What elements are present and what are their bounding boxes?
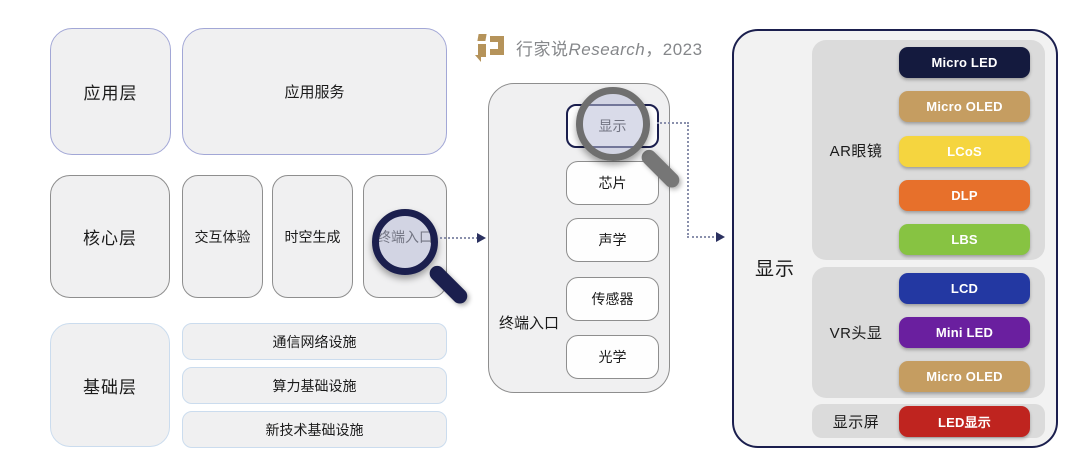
base-item-newtech: 新技术基础设施	[182, 411, 447, 448]
magnifier-lens-terminal	[372, 209, 438, 275]
module-acoustics: 声学	[566, 218, 659, 262]
module-label: 传感器	[591, 291, 634, 307]
source-research: Research	[568, 39, 646, 59]
source-year: ，2023	[645, 39, 703, 59]
magnifier-lens-display	[576, 87, 650, 161]
layer-base-label: 基础层	[83, 377, 137, 397]
base-item-label: 通信网络设施	[272, 333, 357, 350]
connector-terminal-dash	[440, 237, 478, 239]
tech-pill-lcos: LCoS	[899, 136, 1030, 167]
module-label: 声学	[598, 232, 627, 248]
layer-core-label-box: 核心层	[50, 175, 170, 298]
tech-pill-mini-led: Mini LED	[899, 317, 1030, 348]
module-sensor: 传感器	[566, 277, 659, 321]
tech-pill-micro-led: Micro LED	[899, 47, 1030, 78]
group-label-screen: 显示屏	[832, 413, 880, 431]
tech-pill-micro-oled: Micro OLED	[899, 91, 1030, 122]
display-detail-panel: 显示 AR眼镜 Micro LED Micro OLED LCoS DLP LB…	[732, 29, 1058, 448]
tech-pill-dlp: DLP	[899, 180, 1030, 211]
connector-display-dash-bottom	[687, 236, 718, 238]
display-panel-label: 显示	[754, 259, 795, 280]
app-service-label: 应用服务	[284, 84, 345, 101]
group-label-ar: AR眼镜	[829, 142, 883, 160]
connector-display-dash-vertical	[687, 122, 689, 238]
tech-pill-lbs: LBS	[899, 224, 1030, 255]
core-item-interaction: 交互体验	[182, 175, 263, 298]
layer-core-label: 核心层	[83, 229, 137, 248]
layer-app-label-box: 应用层	[50, 28, 171, 155]
group-vr-headset: VR头显 LCD Mini LED Micro OLED	[812, 267, 1045, 398]
source-note: 行家说Research，2023	[475, 33, 703, 62]
app-service-box: 应用服务	[182, 28, 447, 155]
core-item-label: 时空生成	[284, 228, 341, 245]
core-item-spacetime: 时空生成	[272, 175, 353, 298]
terminal-panel-label: 终端入口	[498, 315, 559, 332]
source-text: 行家说Research，2023	[516, 35, 703, 60]
hangjiashuo-logo-icon	[475, 33, 505, 62]
base-item-label: 算力基础设施	[272, 377, 357, 394]
tech-pill-micro-oled: Micro OLED	[899, 361, 1030, 392]
base-item-computing: 算力基础设施	[182, 367, 447, 404]
tech-pill-led-display: LED显示	[899, 406, 1030, 437]
module-optics: 光学	[566, 335, 659, 379]
layer-base-label-box: 基础层	[50, 323, 170, 447]
module-label: 芯片	[598, 175, 627, 191]
group-ar-glasses: AR眼镜 Micro LED Micro OLED LCoS DLP LBS	[812, 40, 1045, 260]
base-item-network: 通信网络设施	[182, 323, 447, 360]
tech-pill-lcd: LCD	[899, 273, 1030, 304]
group-label-vr: VR头显	[829, 325, 883, 342]
module-label: 光学	[598, 349, 627, 365]
layer-app-label: 应用层	[83, 84, 138, 103]
source-brand: 行家说	[516, 39, 569, 59]
group-display-screen: 显示屏 LED显示	[812, 404, 1045, 438]
connector-display-arrowhead	[716, 232, 725, 242]
module-chip: 芯片	[566, 161, 659, 205]
base-item-label: 新技术基础设施	[265, 421, 364, 438]
connector-display-dash-top	[657, 122, 689, 124]
connector-terminal-arrowhead	[477, 233, 486, 243]
core-item-label: 交互体验	[194, 228, 251, 245]
